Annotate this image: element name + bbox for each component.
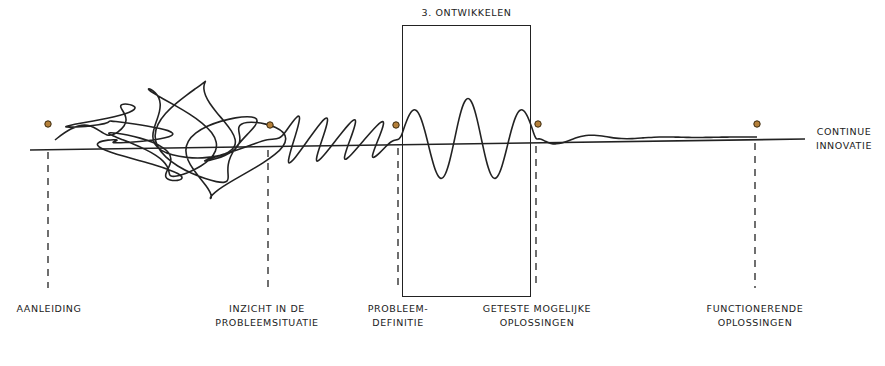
milestone-dot <box>393 122 399 128</box>
dashed-marker <box>267 150 268 288</box>
dashed-marker <box>47 152 48 288</box>
milestone-label: INZICHT IN DE PROBLEEMSITUATIE <box>205 302 330 330</box>
milestone-dot <box>45 121 51 127</box>
milestone-label: AANLEIDING <box>4 302 94 316</box>
dashed-marker <box>535 146 536 288</box>
phase-box: 3. ONTWIKKELEN <box>402 25 531 297</box>
milestone-dot <box>267 122 273 128</box>
dashed-marker <box>754 143 755 288</box>
milestone-label: PROBLEEM- DEFINITIE <box>361 302 435 330</box>
milestone-label: GETESTE MOGELIJKE OPLOSSINGEN <box>465 302 610 330</box>
phase-title: 3. ONTWIKKELEN <box>422 7 512 18</box>
milestone-dot <box>535 121 541 127</box>
milestone-label: FUNCTIONERENDE OPLOSSINGEN <box>693 302 818 330</box>
milestone-dot <box>754 121 760 127</box>
dashed-marker <box>397 148 398 288</box>
axis-label: CONTINUE INNOVATIE <box>807 125 881 153</box>
design-squiggle <box>55 81 757 198</box>
